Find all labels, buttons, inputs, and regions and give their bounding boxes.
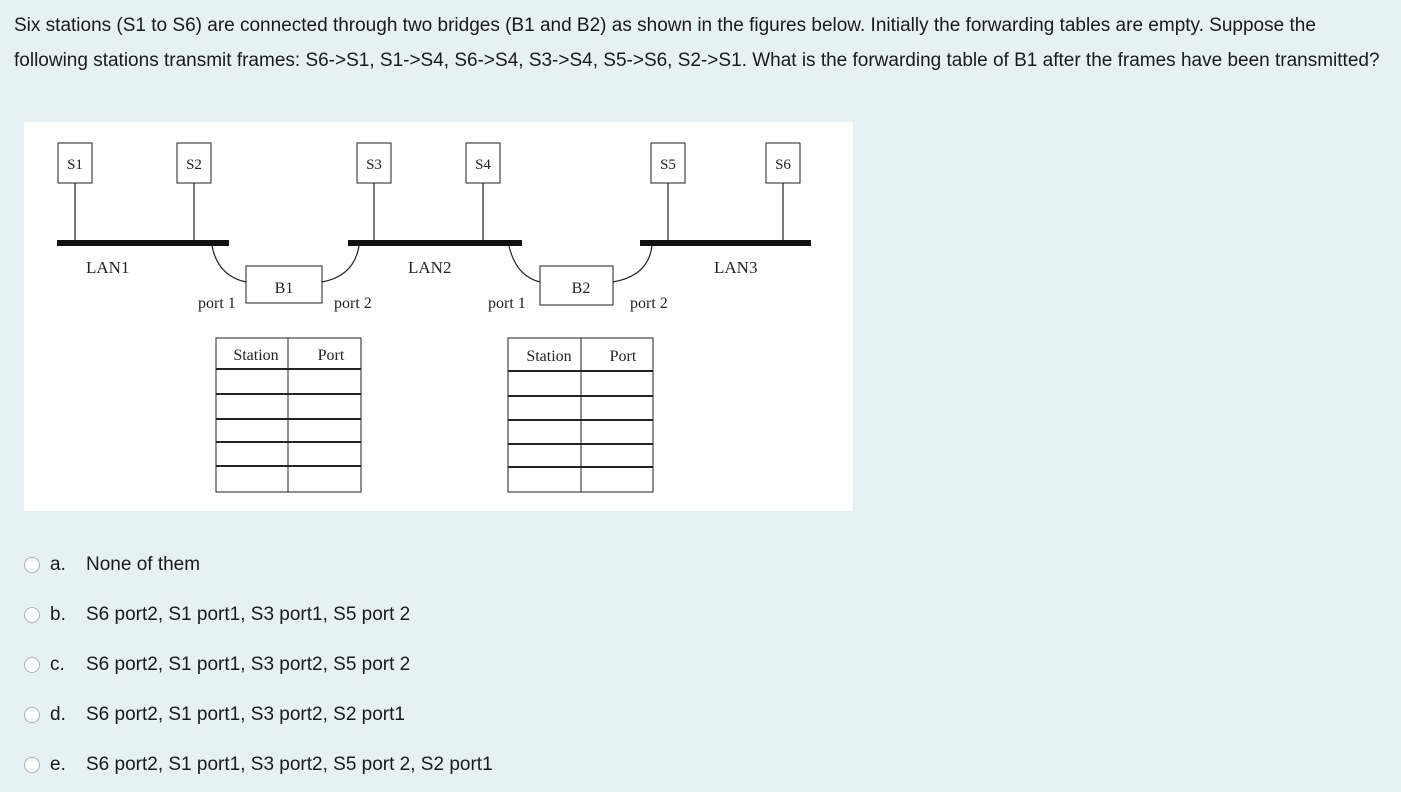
svg-text:S6: S6 [775,157,791,173]
b2-table-port-header: Port [610,348,637,365]
b2-port2-label: port 2 [630,295,668,312]
radio-button[interactable] [24,657,40,673]
bridge-b2: B2 port 1 port 2 [488,245,668,312]
svg-text:S2: S2 [186,157,202,173]
b2-forwarding-table [507,337,654,493]
option-text: S6 port2, S1 port1, S3 port2, S5 port 2,… [86,754,493,775]
b2-table-station-header: Station [526,348,571,365]
option-text: S6 port2, S1 port1, S3 port2, S5 port 2 [86,654,411,675]
option-b[interactable]: b. S6 port2, S1 port1, S3 port1, S5 port… [24,595,724,635]
b1-table-port-header: Port [318,347,345,364]
option-c[interactable]: c. S6 port2, S1 port1, S3 port2, S5 port… [24,645,724,685]
option-d[interactable]: d. S6 port2, S1 port1, S3 port2, S2 port… [24,695,724,735]
option-text: S6 port2, S1 port1, S3 port2, S2 port1 [86,704,405,725]
option-letter: c. [50,654,65,675]
option-letter: a. [50,554,66,575]
lan1-label: LAN1 [86,258,129,277]
station-s2: S2 [176,142,212,184]
radio-button[interactable] [24,707,40,723]
question-text: Six stations (S1 to S6) are connected th… [14,15,1380,71]
station-s6: S6 [765,142,801,184]
station-drop-lines [74,183,784,243]
option-text: None of them [86,554,201,575]
lan3-label: LAN3 [714,258,757,277]
svg-text:S3: S3 [366,157,382,173]
radio-button[interactable] [24,607,40,623]
b1-port1-label: port 1 [198,295,236,312]
b1-forwarding-table [215,337,362,493]
bridge-b1: B1 port 1 port 2 [198,245,372,312]
b1-port2-label: port 2 [334,295,372,312]
station-s3: S3 [356,142,392,184]
radio-button[interactable] [24,757,40,773]
svg-text:S5: S5 [660,157,676,173]
station-s4: S4 [465,142,501,184]
svg-text:B2: B2 [572,280,591,297]
svg-text:B1: B1 [275,280,294,297]
option-a[interactable]: a. None of them [24,545,724,585]
b2-port1-label: port 1 [488,295,526,312]
option-text: S6 port2, S1 port1, S3 port1, S5 port 2 [86,604,411,625]
b1-table-station-header: Station [233,347,278,364]
svg-text:S4: S4 [475,157,491,173]
station-s5: S5 [650,142,686,184]
option-letter: d. [50,704,66,725]
radio-button[interactable] [24,557,40,573]
option-e[interactable]: e. S6 port2, S1 port1, S3 port2, S5 port… [24,745,724,785]
svg-text:S1: S1 [67,157,83,173]
station-s1: S1 [57,142,93,184]
option-letter: e. [50,754,66,775]
network-diagram: S1 S2 S3 S4 S5 S6 [24,122,853,511]
option-letter: b. [50,604,66,625]
lan2-label: LAN2 [408,258,451,277]
